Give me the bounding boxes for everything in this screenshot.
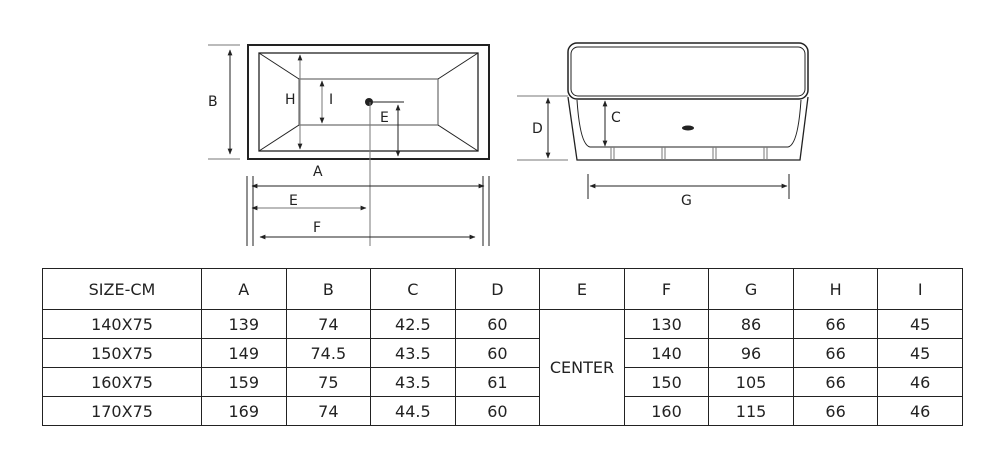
label-i: I: [329, 92, 333, 108]
cell-size: 150X75: [42, 338, 202, 368]
table-row: 170X75 169 74 44.5 60 160 115 66 46: [42, 396, 963, 426]
cell-c: 44.5: [370, 396, 456, 426]
cell-g: 86: [708, 309, 794, 339]
cell-h: 66: [792, 367, 879, 397]
cell-d: 60: [454, 338, 541, 368]
cell-size: 140X75: [42, 309, 202, 339]
label-e-horizontal: E: [289, 193, 298, 209]
cell-c: 42.5: [370, 309, 456, 339]
label-f: F: [313, 220, 321, 236]
cell-i: 45: [877, 309, 963, 339]
header-cell: A: [201, 268, 287, 310]
table-header-row: SIZE-CM A B C D E F G H I: [42, 268, 963, 310]
cell-h: 66: [792, 396, 879, 426]
header-cell: D: [454, 268, 541, 310]
cell-f: 160: [623, 396, 710, 426]
cell-h: 66: [792, 338, 879, 368]
header-cell: E: [539, 268, 625, 310]
cell-a: 169: [201, 396, 287, 426]
cell-c: 43.5: [370, 367, 456, 397]
cell-f: 140: [623, 338, 710, 368]
cell-size: 160X75: [42, 367, 202, 397]
cell-g: 115: [708, 396, 794, 426]
header-cell: B: [285, 268, 372, 310]
dimensions-table: SIZE-CM A B C D E F G H I 140X75 139 74 …: [42, 268, 963, 426]
side-view: D C G: [517, 42, 809, 209]
label-g: G: [681, 193, 692, 209]
cell-g: 96: [708, 338, 794, 368]
cell-d: 60: [454, 309, 541, 339]
top-view: B H I E A E F: [208, 44, 490, 246]
label-b: B: [208, 94, 218, 110]
header-cell: F: [623, 268, 710, 310]
header-cell: G: [708, 268, 794, 310]
cell-f: 130: [623, 309, 710, 339]
cell-b: 74: [285, 396, 372, 426]
cell-h: 66: [792, 309, 879, 339]
header-cell: SIZE-CM: [42, 268, 202, 310]
label-e-vertical: E: [380, 110, 389, 126]
cell-g: 105: [708, 367, 794, 397]
cell-d: 60: [454, 396, 541, 426]
cell-i: 45: [877, 338, 963, 368]
cell-c: 43.5: [370, 338, 456, 368]
label-d: D: [532, 121, 543, 137]
label-h: H: [285, 92, 296, 108]
label-a: A: [313, 164, 323, 180]
cell-size: 170X75: [42, 396, 202, 426]
header-cell: I: [877, 268, 963, 310]
table-row: 150X75 149 74.5 43.5 60 140 96 66 45: [42, 338, 963, 368]
header-cell: C: [370, 268, 456, 310]
cell-a: 149: [201, 338, 287, 368]
header-cell: H: [792, 268, 879, 310]
drain-icon: [682, 125, 694, 131]
cell-a: 159: [201, 367, 287, 397]
table-row: 140X75 139 74 42.5 60 CENTER 130 86 66 4…: [42, 309, 963, 426]
cell-d: 61: [454, 367, 541, 397]
cell-e-center: CENTER: [539, 309, 625, 426]
label-c: C: [611, 110, 621, 126]
cell-b: 74.5: [285, 338, 372, 368]
cell-a: 139: [201, 309, 287, 339]
cell-f: 150: [623, 367, 710, 397]
table-row: 160X75 159 75 43.5 61 150 105 66 46: [42, 367, 963, 397]
cell-b: 75: [285, 367, 372, 397]
cell-i: 46: [877, 396, 963, 426]
cell-b: 74: [285, 309, 372, 339]
cell-i: 46: [877, 367, 963, 397]
